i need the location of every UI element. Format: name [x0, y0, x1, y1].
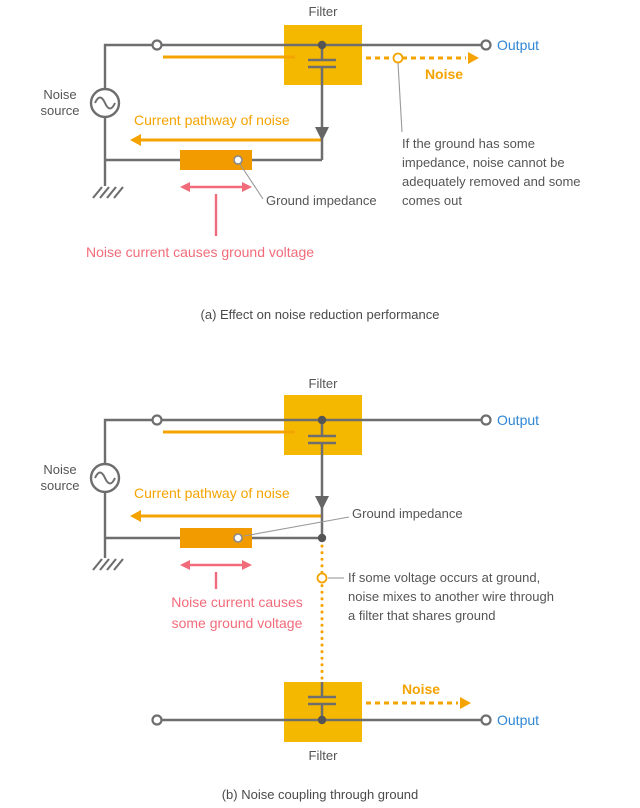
noise-out-arrowhead	[468, 52, 479, 64]
terminal	[151, 414, 163, 426]
top-wire	[103, 43, 481, 89]
diagram-b	[89, 395, 492, 742]
output-terminal	[480, 39, 492, 51]
pathway-label-a: Current pathway of noise	[134, 112, 290, 128]
caption-a: (a) Effect on noise reduction performanc…	[200, 307, 440, 322]
sine-wave-icon	[94, 96, 116, 110]
noise-path-return-arrowhead	[130, 510, 141, 522]
pathway-label-b: Current pathway of noise	[134, 485, 290, 501]
annotation-b: If some voltage occurs at ground, noise …	[348, 570, 554, 623]
ground-voltage-note-a: Noise current causes ground voltage	[86, 244, 315, 260]
caption-b: (b) Noise coupling through ground	[221, 787, 419, 802]
pointer-line-annotation	[397, 62, 403, 133]
output-label-a: Output	[497, 37, 540, 53]
pointer-line-impedance	[243, 516, 350, 537]
ground-junction-dot	[317, 533, 327, 543]
noise-out-arrowhead	[460, 697, 471, 709]
down-arrowhead	[315, 127, 329, 141]
filter-bottom-label-b: Filter	[308, 748, 338, 763]
filter-label-a: Filter	[308, 4, 338, 19]
probe-circle-noise	[392, 52, 404, 64]
ground-voltage-note-b: Noise current causes some ground voltage	[171, 594, 303, 631]
top-wire	[103, 418, 481, 464]
ground-impedance-box	[180, 528, 252, 548]
capacitor	[308, 45, 336, 160]
junction-dot-bottom	[317, 715, 327, 725]
capacitor-bottom	[308, 682, 336, 720]
ground-impedance-label-a: Ground impedance	[266, 193, 377, 208]
noise-label-a: Noise	[424, 66, 464, 82]
probe-circle-impedance	[233, 533, 243, 543]
noise-source-label-a: Noise source	[40, 87, 80, 119]
ground-impedance-box	[180, 150, 252, 170]
sine-wave-icon	[94, 471, 116, 485]
ground-voltage-indicator	[180, 560, 252, 589]
output-terminal-bottom	[480, 714, 492, 726]
output-terminal-top	[480, 414, 492, 426]
annotation-a: If the ground has some impedance, noise …	[402, 136, 581, 208]
filter-top-label-b: Filter	[308, 376, 338, 391]
noise-label-b: Noise	[401, 681, 441, 697]
noise-path-return-arrowhead	[130, 134, 141, 146]
ground-impedance-label-b: Ground impedance	[352, 506, 463, 521]
probe-circle-coupling	[316, 572, 328, 584]
terminal-bottom	[151, 714, 163, 726]
probe-circle-impedance	[233, 155, 243, 165]
junction-dot	[317, 415, 327, 425]
output-bottom-label-b: Output	[497, 712, 540, 728]
down-arrowhead	[315, 496, 329, 510]
output-top-label-b: Output	[497, 412, 540, 428]
diagram-a	[89, 25, 492, 236]
ground-symbol	[92, 558, 124, 571]
ground-symbol	[92, 186, 124, 199]
terminal	[151, 39, 163, 51]
pointer-line-impedance	[239, 163, 264, 200]
capacitor-top	[308, 420, 336, 538]
junction-dot	[317, 40, 327, 50]
noise-source-label-b: Noise source	[40, 462, 80, 494]
ground-voltage-indicator	[180, 182, 252, 236]
